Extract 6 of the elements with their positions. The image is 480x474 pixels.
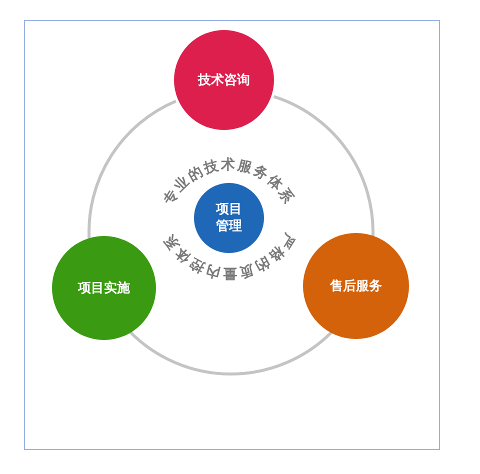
circle-node: 售后服务 <box>303 233 409 339</box>
ring-arc <box>88 100 177 239</box>
ring-arc <box>129 330 333 376</box>
circle-node: 项目实施 <box>52 236 156 340</box>
circle-node: 技术咨询 <box>174 30 274 130</box>
ring-arc <box>273 95 374 237</box>
